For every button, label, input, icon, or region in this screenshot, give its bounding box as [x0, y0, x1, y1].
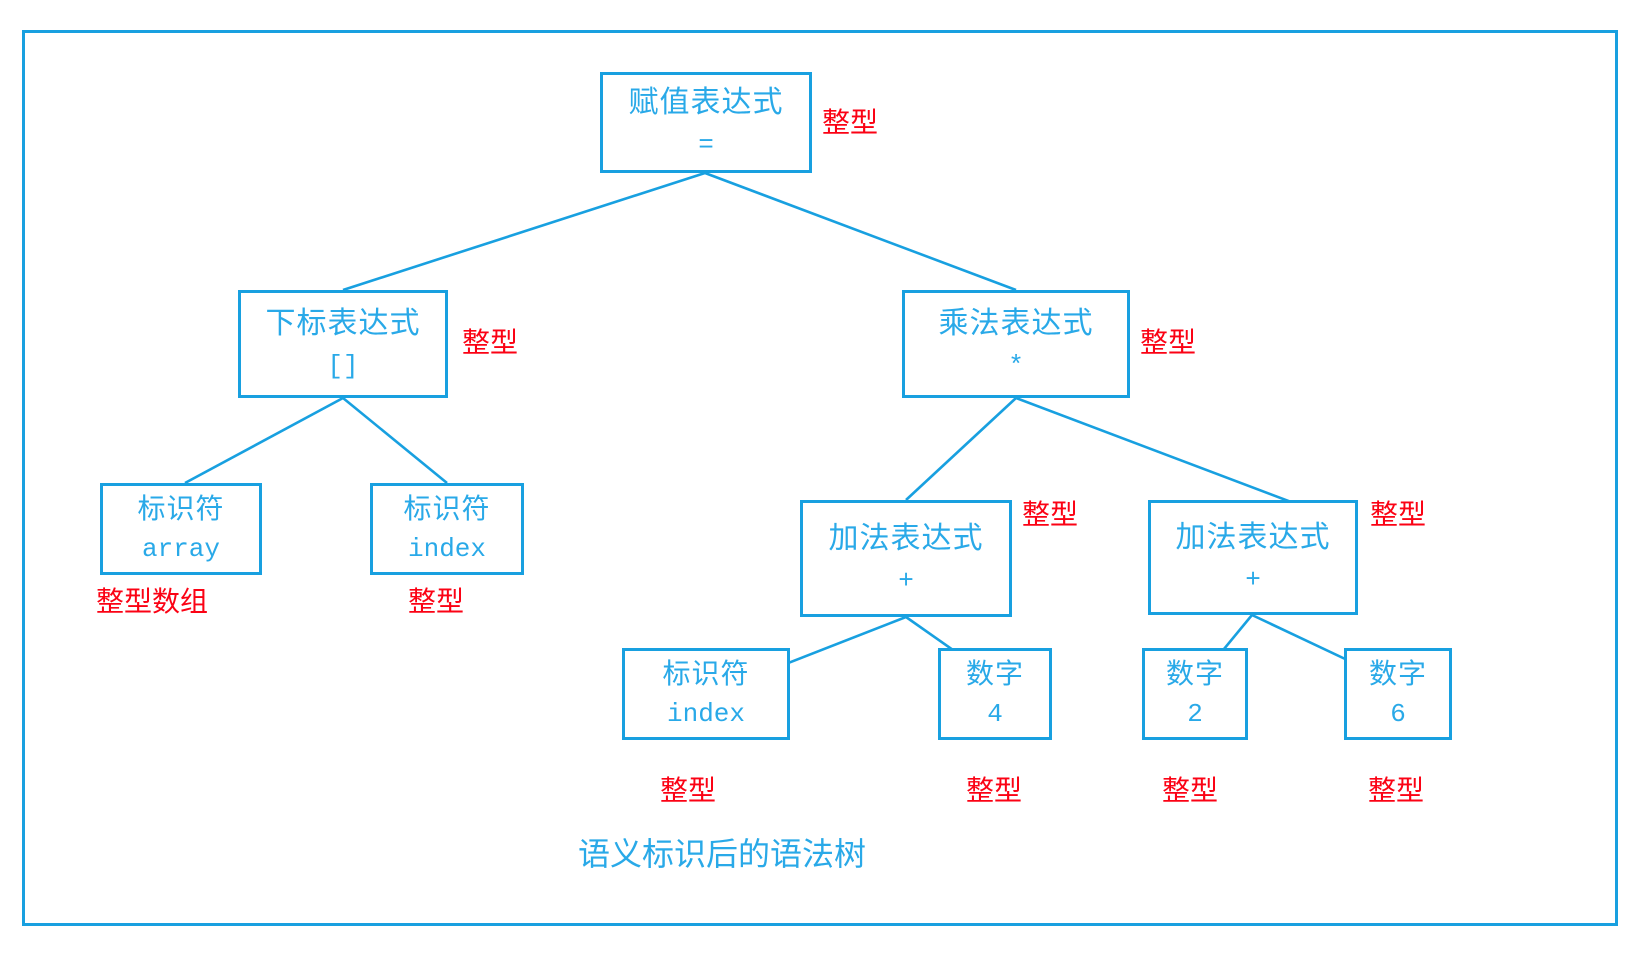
node-assign-token: =: [698, 129, 714, 160]
type-label-assign: 整型: [822, 108, 879, 139]
type-label-subscript: 整型: [462, 328, 519, 359]
node-id-index2-token: index: [666, 699, 745, 729]
node-multiply[interactable]: 乘法表达式 *: [902, 290, 1130, 398]
node-subscript-token: []: [327, 351, 359, 381]
type-label-num4: 整型: [966, 776, 1023, 807]
node-num4-token: 4: [987, 699, 1003, 729]
node-add-right-token: +: [1245, 564, 1261, 595]
diagram-caption: 语义标识后的语法树: [578, 836, 867, 872]
node-id-index2[interactable]: 标识符 index: [622, 648, 790, 740]
node-num6-token: 6: [1390, 699, 1406, 729]
node-add-left-token: +: [898, 565, 914, 596]
type-label-id-array: 整型数组: [96, 587, 209, 618]
node-id-array-kind: 标识符: [137, 494, 225, 525]
node-add-right-kind: 加法表达式: [1175, 520, 1331, 554]
node-num4-kind: 数字: [965, 659, 1024, 690]
node-num6[interactable]: 数字 6: [1344, 648, 1452, 740]
node-assign-kind: 赋值表达式: [628, 85, 784, 119]
node-num6-kind: 数字: [1368, 659, 1427, 690]
node-id-index-kind: 标识符: [403, 494, 491, 525]
node-id-index[interactable]: 标识符 index: [370, 483, 524, 575]
type-label-multiply: 整型: [1140, 328, 1197, 359]
node-subscript-kind: 下标表达式: [265, 307, 421, 340]
type-label-id-index2: 整型: [660, 776, 717, 807]
node-num2-kind: 数字: [1165, 659, 1224, 690]
node-subscript[interactable]: 下标表达式 []: [238, 290, 448, 398]
node-multiply-token: *: [1008, 351, 1024, 381]
node-num2-token: 2: [1187, 699, 1203, 729]
type-label-id-index: 整型: [408, 587, 465, 618]
type-label-add-right: 整型: [1370, 500, 1427, 531]
type-label-num6: 整型: [1368, 776, 1425, 807]
node-add-left-kind: 加法表达式: [828, 521, 984, 555]
node-assign[interactable]: 赋值表达式 =: [600, 72, 812, 173]
diagram-border: [22, 30, 1618, 926]
type-label-num2: 整型: [1162, 776, 1219, 807]
node-add-left[interactable]: 加法表达式 +: [800, 500, 1012, 617]
node-num2[interactable]: 数字 2: [1142, 648, 1248, 740]
node-add-right[interactable]: 加法表达式 +: [1148, 500, 1358, 615]
type-label-add-left: 整型: [1022, 500, 1079, 531]
node-id-index2-kind: 标识符: [662, 659, 750, 690]
node-id-index-token: index: [407, 534, 486, 564]
node-id-array-token: array: [141, 534, 220, 564]
node-id-array[interactable]: 标识符 array: [100, 483, 262, 575]
node-num4[interactable]: 数字 4: [938, 648, 1052, 740]
node-multiply-kind: 乘法表达式: [938, 307, 1094, 340]
